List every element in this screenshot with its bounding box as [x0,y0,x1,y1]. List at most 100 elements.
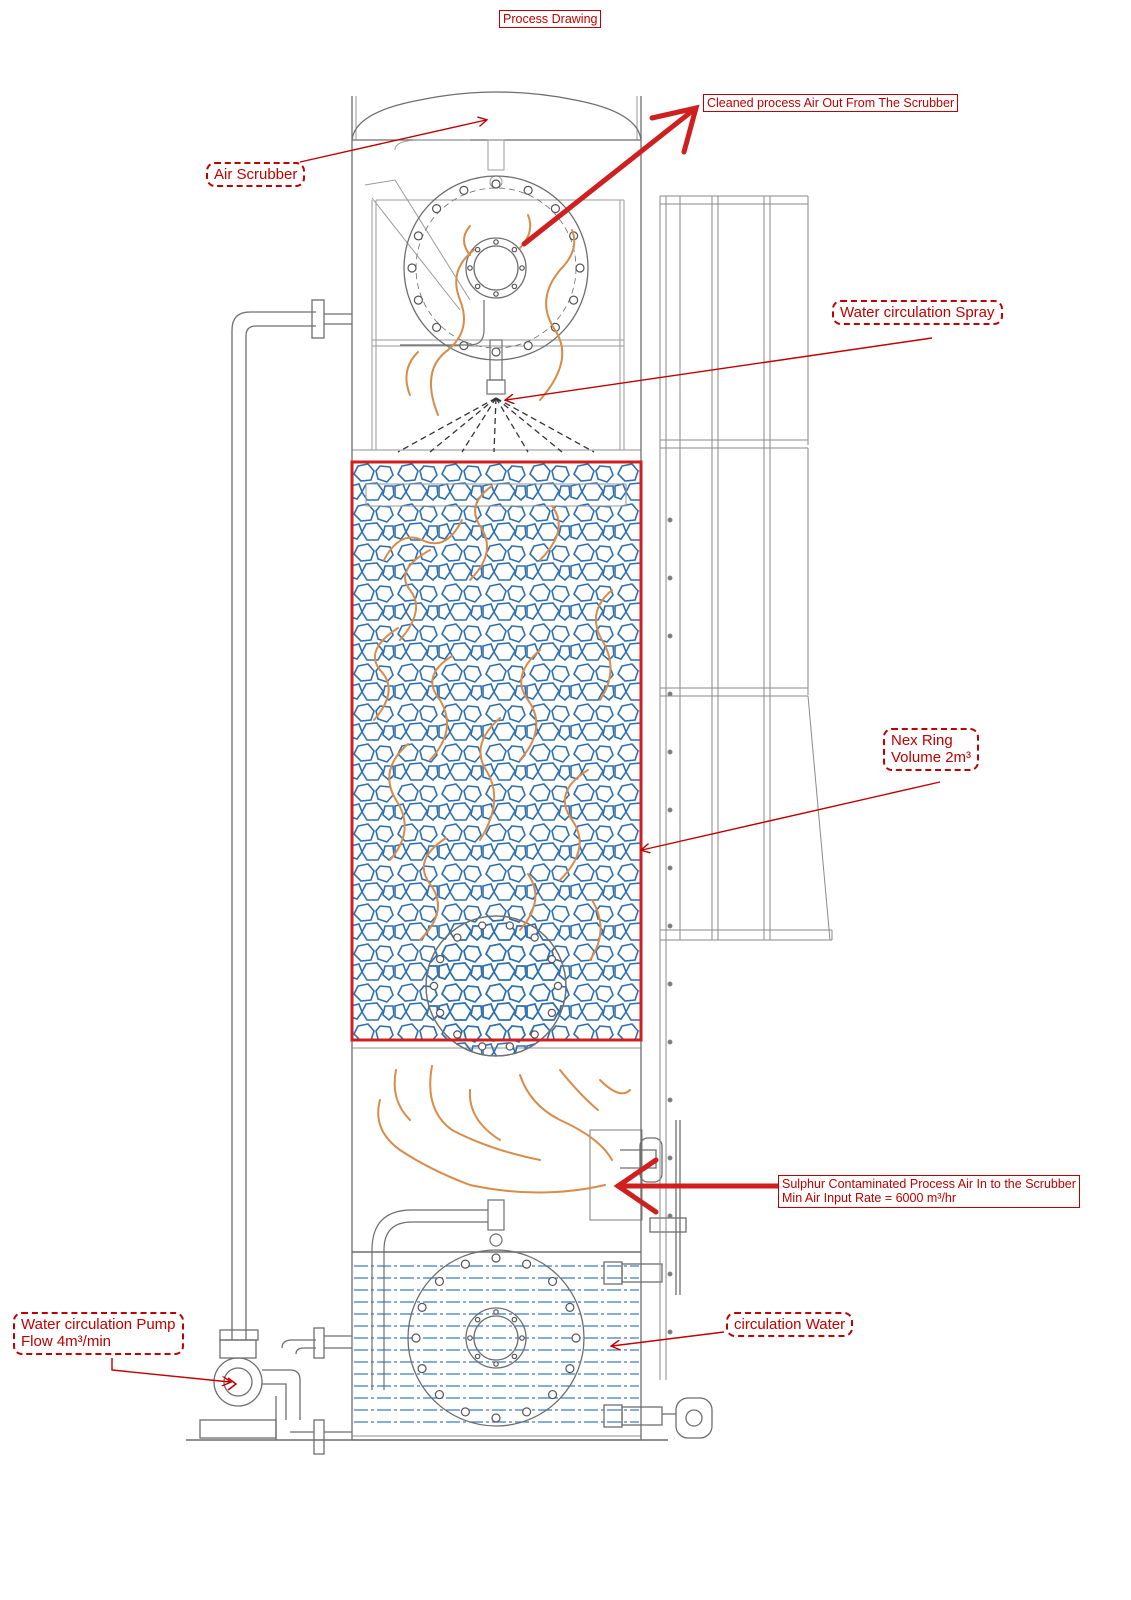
bolt [478,1042,487,1051]
label-circulation-water: circulation Water [726,1312,854,1338]
ladder-rung-dot [667,865,673,871]
bolt [417,1364,427,1374]
bolt [530,933,539,942]
bolt [474,283,481,290]
ladder-rung-dot [667,807,673,813]
air-in-line1: Sulphur Contaminated Process Air In to t… [782,1177,1076,1191]
bolt [453,933,462,942]
ladder-rung-dot [667,923,673,929]
ladder-rung-dot [667,1097,673,1103]
bolt [491,179,501,189]
sump-manway [407,1249,585,1427]
bolt [491,1413,501,1423]
ladder-rung-dot [667,1213,673,1219]
ladder-rung-dot [667,575,673,581]
bolt [435,954,445,964]
leader-air-scrubber [299,120,486,163]
label-air-out: Cleaned process Air Out From The Scrubbe… [703,94,959,113]
bolt [411,1333,421,1343]
air-flow-lines [373,214,631,1194]
bolt [505,921,514,930]
air-in-line2: Min Air Input Rate = 6000 m³/hr [782,1191,957,1206]
bolt [407,263,417,273]
internal-framework [364,139,625,450]
bolt [493,291,499,297]
vessel-dome [351,91,642,141]
lower-manway-bolts [429,921,563,1051]
label-air-in: Sulphur Contaminated Process Air In to t… [778,1175,1080,1208]
bolt [467,1335,473,1341]
leader-water-spray [506,337,933,400]
bolt [467,265,473,271]
bolt [565,1364,575,1374]
leader-circulation-water [612,1331,725,1346]
bolt [460,1259,470,1269]
bolt [493,239,499,245]
bolt [547,1389,558,1400]
ladder-rung-dot [667,1039,673,1045]
right-nozzles [589,1120,713,1439]
ladder-rung-dot [667,517,673,523]
water-lines [354,1265,639,1423]
bolt [434,1276,445,1287]
bolt [491,1253,501,1263]
spray-assembly [400,300,506,395]
bolt [575,263,585,273]
packing-outline [350,460,643,1042]
ladder-rung-dot [667,981,673,987]
bolt [413,231,423,241]
ladder-rung-dot [667,633,673,639]
bolt [435,1008,445,1018]
ladder-rung-dot [667,1329,673,1335]
bolt [434,1389,445,1400]
ladder-rung-dot [667,691,673,697]
bolt [460,1407,470,1417]
bolt [429,981,439,991]
bolt [511,246,518,253]
bolt [432,204,442,214]
recirculation-pipe [219,299,352,1341]
top-manway-bolts [407,179,585,357]
ladder-rung-dot [667,1155,673,1161]
bolt [474,1316,481,1323]
pump-line1: Water circulation Pump [21,1316,176,1333]
air-in-arrow [613,1157,783,1215]
label-pump: Water circulation Pump Flow 4m³/min [13,1312,184,1355]
nex-ring-line2: Volume 2m³ [891,749,972,767]
ladder-rung-dot [667,749,673,755]
bolt [523,341,533,351]
top-manway [403,175,589,361]
sump-inlet-pipe [371,1199,505,1390]
bolt [505,1042,514,1051]
page-title: Process Drawing [499,10,602,29]
bolt [493,1309,499,1315]
bolt [453,1030,462,1039]
bolt [547,954,557,964]
bolt [511,1316,518,1323]
ladder-rungs [667,517,673,1335]
bolt [459,341,469,351]
air-out-arrow [521,104,700,247]
bolt [565,1302,575,1312]
bolt [569,295,579,305]
ladder-rung-dot [667,1271,673,1277]
bolt [522,1259,532,1269]
bolt [417,1302,427,1312]
bolt [432,322,442,332]
bolt [522,1407,532,1417]
bolt [547,1008,557,1018]
pump-line2: Flow 4m³/min [21,1333,112,1351]
label-air-scrubber: Air Scrubber [206,162,306,188]
bolt [519,1335,525,1341]
nex-ring-line1: Nex Ring [891,732,953,749]
bolt [474,1353,481,1360]
bolt [511,283,518,290]
bolt [550,204,560,214]
access-ladder [659,195,833,1380]
leader-nex-ring [642,781,941,850]
leader-pump [111,1358,230,1382]
bolt [530,1030,539,1039]
bolt [474,246,481,253]
